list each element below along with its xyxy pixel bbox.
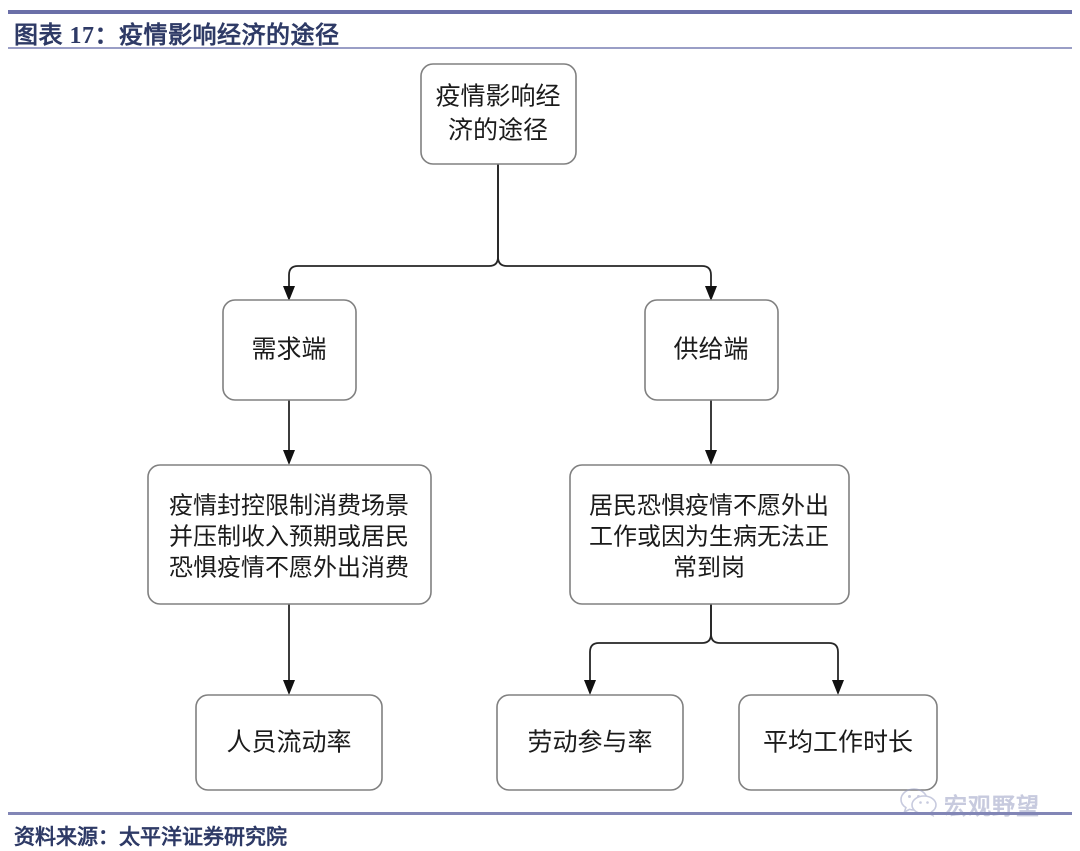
footer-rule bbox=[8, 812, 1072, 815]
page-title: 图表 17：疫情影响经济的途径 bbox=[14, 23, 340, 49]
arrow-head-labor bbox=[584, 680, 596, 695]
node-supply[interactable]: 供给端 bbox=[644, 299, 779, 401]
arrow-head-demand-detail bbox=[283, 450, 295, 465]
chart-footer: 资料来源：太平洋证券研究院 bbox=[0, 807, 1080, 851]
arrow-head-hours bbox=[832, 680, 844, 695]
arrow-head-demand bbox=[283, 286, 295, 301]
node-root-label-line2: 济的途径 bbox=[448, 117, 548, 145]
node-supply-detail-line3: 常到岗 bbox=[673, 554, 745, 581]
node-mobility-rate[interactable]: 人员流动率 bbox=[195, 694, 383, 791]
node-demand-label: 需求端 bbox=[251, 336, 326, 364]
node-demand-detail-line1: 疫情封控限制消费场景 bbox=[169, 492, 409, 519]
node-mobility-rate-label: 人员流动率 bbox=[226, 729, 351, 757]
flowchart-canvas: 疫情影响经 济的途径 需求端 供给端 疫情封控限制消费场景 并压制收入预期或居民… bbox=[0, 52, 1080, 807]
node-demand-detail-box[interactable] bbox=[147, 464, 432, 605]
node-root-box[interactable] bbox=[420, 63, 577, 165]
node-supply-detail-box[interactable] bbox=[569, 464, 850, 605]
node-demand-box[interactable] bbox=[222, 299, 357, 401]
connector-root-to-branches bbox=[283, 164, 717, 301]
node-supply-label: 供给端 bbox=[673, 336, 748, 364]
arrow-head-mobility bbox=[283, 680, 295, 695]
connector-supply-detail-to-leaves bbox=[584, 604, 844, 695]
chart-header: 图表 17：疫情影响经济的途径 bbox=[0, 0, 1080, 52]
connector-demand-to-detail bbox=[283, 400, 295, 465]
arrow-head-supply bbox=[705, 286, 717, 301]
node-working-hours[interactable]: 平均工作时长 bbox=[738, 694, 938, 791]
connector-supply-to-detail bbox=[705, 400, 717, 465]
node-supply-detail-line1: 居民恐惧疫情不愿外出 bbox=[589, 492, 829, 519]
connector-demand-detail-to-mobility bbox=[283, 604, 295, 695]
node-working-hours-box[interactable] bbox=[738, 694, 938, 791]
node-supply-box[interactable] bbox=[644, 299, 779, 401]
node-root[interactable]: 疫情影响经 济的途径 bbox=[420, 63, 577, 165]
node-demand-detail-line2: 并压制收入预期或居民 bbox=[169, 523, 409, 550]
node-demand-detail-line3: 恐惧疫情不愿外出消费 bbox=[169, 554, 409, 581]
node-supply-detail[interactable]: 居民恐惧疫情不愿外出 工作或因为生病无法正 常到岗 bbox=[569, 464, 850, 605]
node-demand-detail[interactable]: 疫情封控限制消费场景 并压制收入预期或居民 恐惧疫情不愿外出消费 bbox=[147, 464, 432, 605]
node-working-hours-label: 平均工作时长 bbox=[763, 729, 913, 757]
node-labor-participation-box[interactable] bbox=[496, 694, 684, 791]
arrow-head-supply-detail bbox=[705, 450, 717, 465]
node-labor-participation[interactable]: 劳动参与率 bbox=[496, 694, 684, 791]
header-rule-top bbox=[8, 10, 1072, 14]
source-label: 资料来源：太平洋证券研究院 bbox=[14, 825, 287, 849]
node-root-label-line1: 疫情影响经 bbox=[435, 83, 560, 111]
node-mobility-rate-box[interactable] bbox=[195, 694, 383, 791]
node-labor-participation-label: 劳动参与率 bbox=[527, 729, 652, 757]
node-demand[interactable]: 需求端 bbox=[222, 299, 357, 401]
node-supply-detail-line2: 工作或因为生病无法正 bbox=[589, 523, 829, 550]
header-rule-bottom bbox=[8, 47, 1072, 49]
